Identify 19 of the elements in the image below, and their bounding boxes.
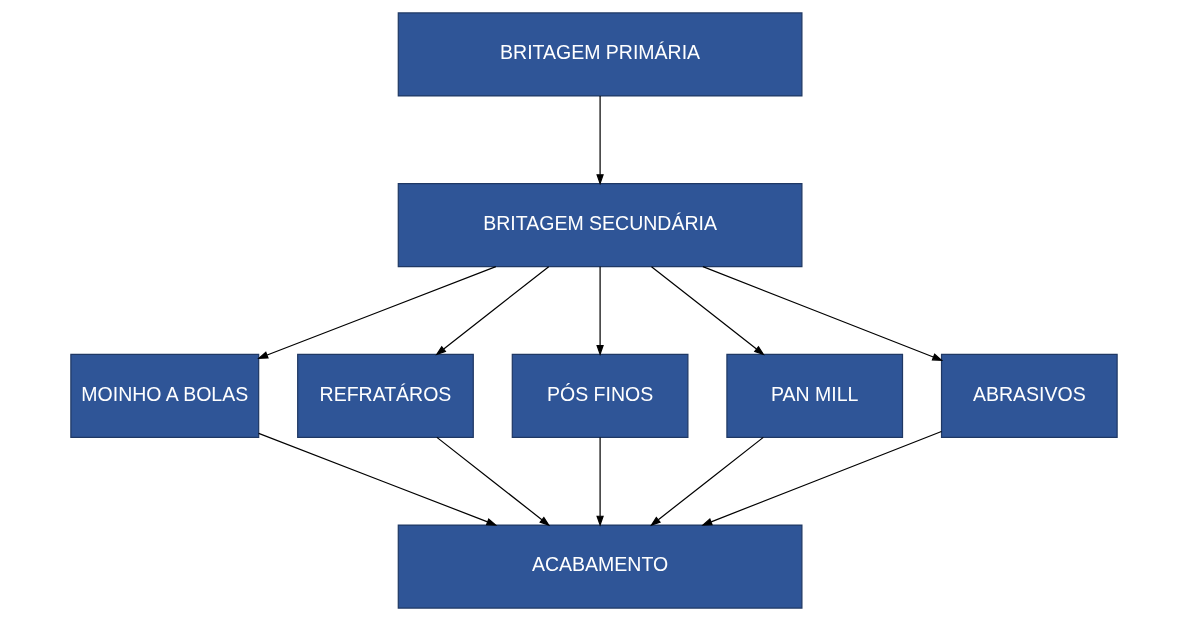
node-box: MOINHO A BOLAS — [70, 353, 260, 438]
arrow — [436, 436, 551, 527]
node-box: PAN MILL — [726, 353, 904, 438]
node-box: BRITAGEM SECUNDÁRIA — [397, 183, 803, 268]
node-box: REFRATÁROS — [297, 353, 474, 438]
arrow — [435, 266, 550, 356]
node-box: ABRASIVOS — [940, 353, 1118, 438]
arrow — [596, 266, 604, 356]
arrow — [258, 432, 498, 526]
arrow — [596, 95, 604, 186]
arrow — [650, 266, 765, 356]
arrow — [702, 266, 944, 361]
node-box: ACABAMENTO — [397, 524, 803, 609]
arrow — [650, 436, 764, 527]
node-box: BRITAGEM PRIMÁRIA — [397, 12, 803, 97]
node-box: PÓS FINOS — [511, 353, 689, 438]
arrow — [257, 266, 497, 359]
arrow — [701, 430, 943, 526]
arrow — [596, 436, 604, 527]
